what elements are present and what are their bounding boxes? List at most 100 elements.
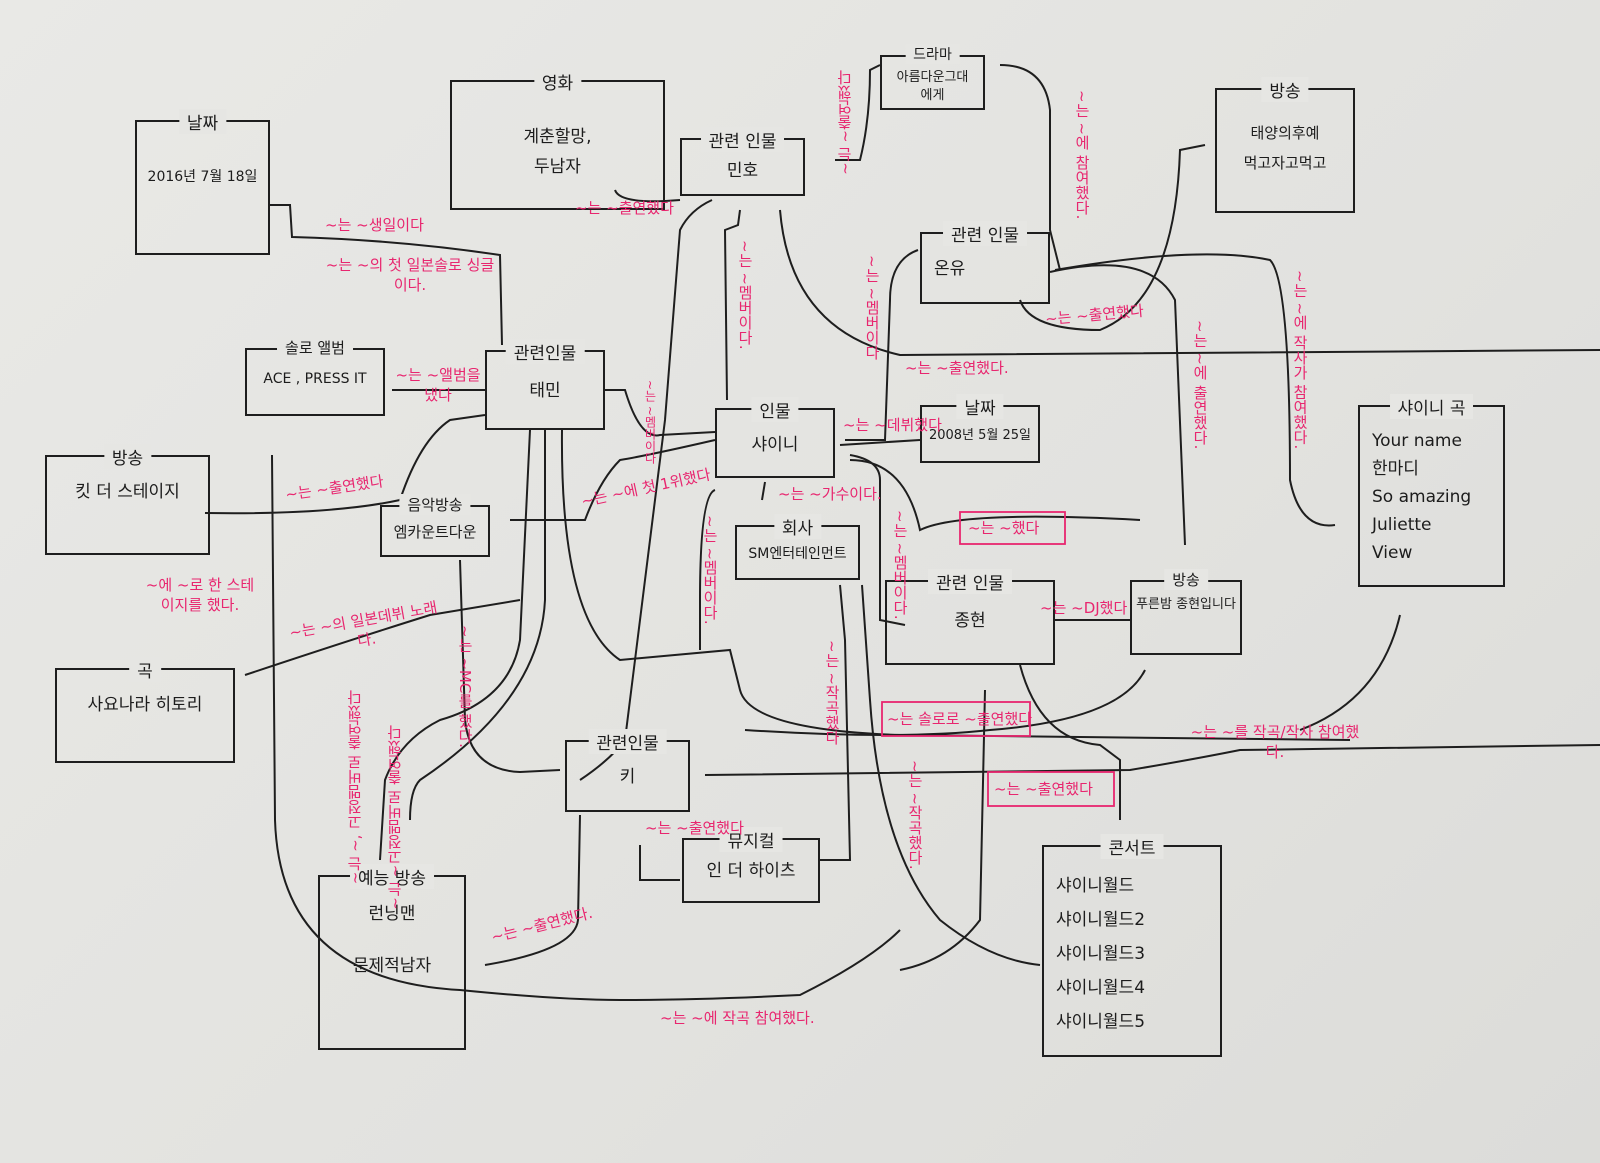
node-value: 사요나라 히토리 — [87, 695, 203, 715]
node-taemin: 관련인물 태민 — [485, 339, 605, 430]
edge-label: ~는 ~생일이다 — [325, 216, 424, 234]
node-movie: 영화 계춘할망, 두남자 — [450, 69, 665, 210]
edge-label: ~는 ~고정멤버로 출연했다 — [386, 725, 404, 910]
song-item: So amazing — [1372, 487, 1472, 507]
edge-label: ~는 ~에 참여했다. — [1073, 90, 1091, 220]
edge-onew-songs — [1054, 253, 1336, 527]
node-value: 태민 — [529, 381, 561, 401]
edge-song-taemin — [244, 599, 521, 676]
edge-shinee-taemin2 — [510, 439, 716, 521]
node-category: 음악방송 — [399, 494, 471, 515]
node-value: 민호 — [726, 161, 759, 181]
node-category: 인물 — [751, 397, 799, 422]
node-value: 온유 — [934, 259, 966, 279]
node-category: 예능 방송 — [350, 864, 434, 889]
node-category: 방송 — [1261, 77, 1309, 102]
node-date-2016: 날짜 2016년 7월 18일 — [135, 109, 270, 255]
edge-minho-movie — [614, 189, 681, 203]
node-value: 두남자 — [534, 157, 581, 177]
node-value: 먹고자고먹고 — [1243, 154, 1327, 172]
edge-minho-drama — [835, 64, 881, 161]
node-category: 솔로 앨범 — [277, 337, 353, 358]
edge-minho-shinee — [723, 209, 741, 401]
label-frame-1 — [959, 511, 1066, 545]
node-key: 관련인물 키 — [565, 729, 690, 812]
node-jonghyun: 관련 인물 종현 — [885, 569, 1055, 665]
edge-label: ~는 ~출연했다 — [575, 199, 674, 217]
node-category: 회사 — [773, 514, 822, 539]
node-category: 영화 — [533, 69, 582, 94]
edge-sm-concert — [861, 584, 1041, 966]
edge-label: ~는 솔로로 ~출연했다 — [887, 710, 1033, 728]
edge-label: ~는 ~에 작사가 참여했다. — [1291, 270, 1309, 450]
node-category: 관련인물 — [505, 339, 585, 364]
edge-minho-onew — [779, 209, 1600, 357]
node-shinee: 인물 샤이니 — [715, 397, 835, 478]
edge-label: ~는 ~멤버이다 — [863, 255, 881, 360]
edge-label: ~는 ~의 첫 일본솔로 싱글이다. — [325, 256, 495, 294]
edge-label: ~는 ~멤버이다. — [736, 240, 754, 350]
edge-drama-onew — [999, 64, 1061, 271]
song-item: Your name — [1372, 431, 1462, 451]
edge-onew-shinee — [845, 249, 919, 441]
node-value: 에게 — [920, 88, 945, 103]
node-onew: 관련 인물 온유 — [920, 221, 1050, 304]
concert-item: 샤이니월드3 — [1056, 944, 1146, 964]
edge-bcast3-curve — [744, 669, 1146, 736]
node-category: 방송 — [1164, 569, 1208, 590]
node-category: 방송 — [103, 444, 152, 469]
edge-label: ~는 ~출연했다 — [836, 70, 854, 175]
concert-item: 샤이니월드5 — [1056, 1012, 1146, 1032]
node-value: 계춘할망, — [523, 127, 592, 147]
node-date-2008: 날짜 2008년 5월 25일 — [920, 394, 1040, 463]
node-variety: 예능 방송 런닝맨 문제적남자 — [318, 864, 466, 1050]
node-shinee-songs: 샤이니 곡 Your name 한마디 So amazing Juliette … — [1358, 394, 1505, 587]
edge-label: ~는 ~MC를 했다. — [456, 625, 474, 748]
label-frame-3 — [987, 771, 1115, 807]
edge-taemin-down3 — [560, 429, 1351, 741]
edge-onew-bcast1 — [1019, 144, 1206, 332]
edge-date-taemin — [270, 204, 503, 346]
edge-key-variety — [484, 814, 581, 966]
edge-sm-musical — [820, 584, 852, 861]
concert-item: 샤이니월드2 — [1056, 910, 1146, 930]
concert-item: 샤이니월드4 — [1056, 978, 1146, 998]
song-item: View — [1372, 543, 1413, 563]
node-value: 문제적남자 — [352, 956, 432, 976]
edge-label: ~는 ~출연했다. — [905, 359, 1009, 377]
edge-mcountdown-key — [459, 559, 561, 774]
node-value: 아름다운그대 — [896, 70, 969, 85]
node-broadcast-radio: 방송 푸른밤 종현입니다 — [1130, 569, 1242, 655]
node-drama: 드라마 아름다운그대 에게 — [880, 44, 985, 110]
node-category: 날짜 — [956, 394, 1004, 419]
edge-shinee-bcast3 — [849, 459, 1141, 532]
node-minho: 관련 인물 민호 — [680, 127, 805, 196]
node-category: 관련 인물 — [943, 221, 1027, 246]
edge-label: ~는 ~멤버이다. — [891, 510, 909, 620]
edge-taemin-shinee — [605, 389, 716, 437]
edge-shinee-jonghyun — [849, 454, 906, 626]
node-category: 관련 인물 — [700, 127, 785, 152]
edge-label: ~는 ~출연했다 — [994, 780, 1093, 798]
node-song: 곡 사요나라 히토리 — [55, 657, 235, 763]
node-solo-album: 솔로 앨범 ACE , PRESS IT — [245, 337, 385, 416]
node-value: 런닝맨 — [368, 904, 416, 924]
edge-label: ~는 ~DJ했다 — [1040, 599, 1128, 617]
node-music-show: 음악방송 엠카운트다운 — [380, 494, 490, 557]
node-category: 곡 — [129, 657, 161, 682]
edge-label: ~는 ~멤버이다. — [701, 515, 719, 625]
edge-shinee-sm — [761, 481, 766, 501]
edge-label: ~는 ~작곡했다 — [823, 640, 841, 745]
edge-label: ~는 ~출연했다 — [645, 819, 744, 837]
node-category: 콘서트 — [1100, 834, 1164, 859]
node-broadcast-onew: 방송 태양의후예 먹고자고먹고 — [1215, 77, 1355, 213]
node-category: 샤이니 곡 — [1389, 394, 1474, 419]
edge-label: ~는 ~를 작곡/작사 참여했다. — [1190, 723, 1360, 761]
edge-bcast2-variety — [271, 454, 901, 1002]
edge-key-musical — [639, 845, 680, 881]
edge-label: ~는 ~작곡했다. — [906, 760, 924, 870]
node-value: 엠카운트다운 — [393, 523, 477, 541]
edge-shinee-date2 — [839, 439, 921, 446]
concert-item: 샤이니월드 — [1056, 876, 1135, 896]
edge-shinee-key — [699, 489, 716, 650]
